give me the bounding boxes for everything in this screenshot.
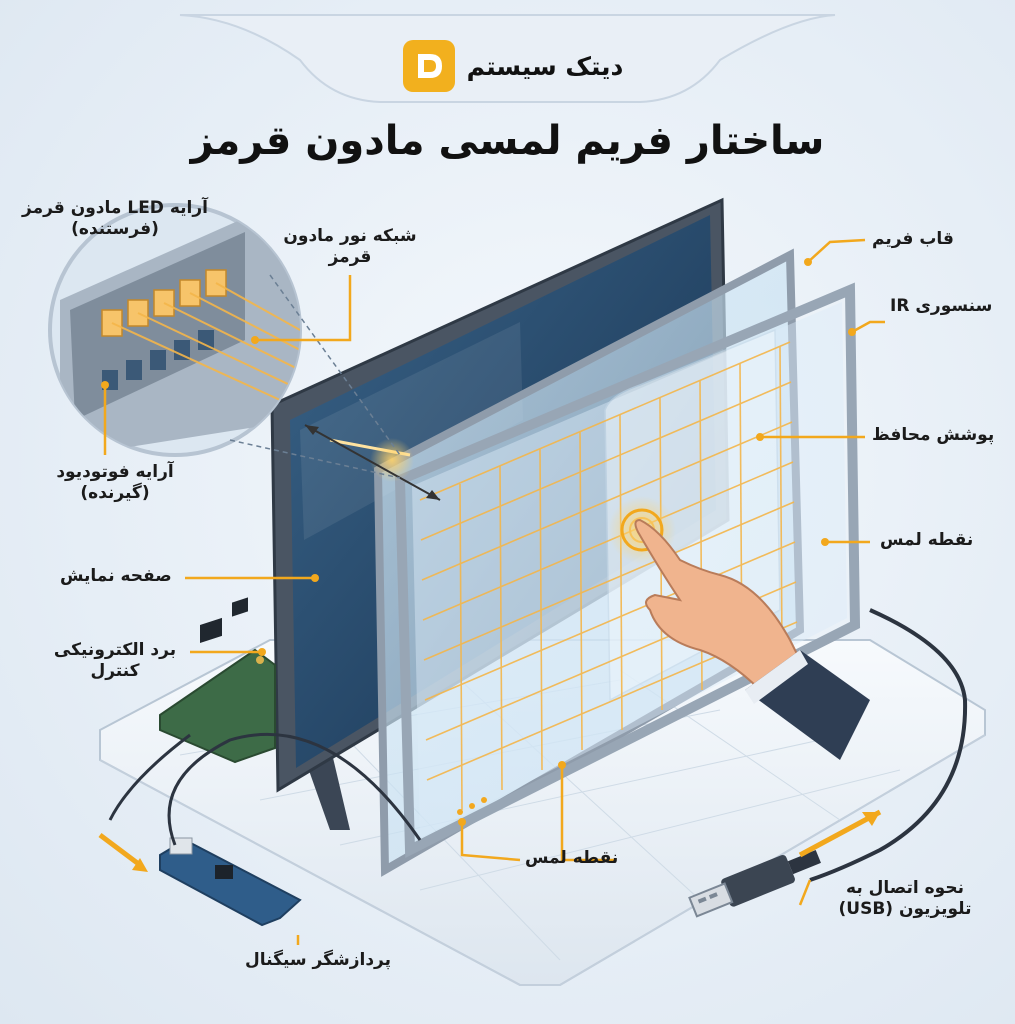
label-display-panel: صفحه نمایش — [60, 566, 172, 586]
label-ir-sensors: سنسوری IR — [890, 296, 993, 316]
label-photodiode-array: آرایه فوتودیود (گیرنده) — [56, 462, 174, 504]
label-touch-point-right: نقطه لمس — [880, 530, 974, 550]
usb-cable — [809, 608, 968, 882]
label-protective-cover: پوشش محافظ — [872, 425, 995, 445]
callout-touch-bottom — [560, 765, 615, 862]
callout-ir-grid — [255, 275, 352, 342]
callout-frame-bottom — [460, 822, 521, 862]
protective-cover — [394, 282, 861, 859]
page-title: ساختار فریم لمسی مادون قرمز — [190, 118, 825, 164]
callout-frame-bezel — [807, 238, 866, 263]
brand-logo-icon — [402, 40, 455, 92]
usb-plug-icon — [688, 849, 821, 918]
label-touch-point-bottom: نقطه لمس — [525, 848, 619, 868]
led-magnifier — [48, 203, 302, 457]
brand-name: دیتک سیستم — [466, 51, 624, 81]
label-usb-connection: نحوه اتصال به تلویزیون (USB) — [838, 878, 972, 920]
label-frame-bezel: قاب فریم — [872, 229, 954, 249]
hand-illustration — [634, 518, 870, 760]
brand-header: دیتک سیستم — [368, 35, 658, 97]
label-ir-grid: شبکه نور مادون قرمز — [283, 226, 417, 268]
label-control-board: برد الکترونیکی کنترل — [53, 640, 177, 682]
header-tab — [179, 14, 836, 103]
callout-usb — [798, 879, 812, 906]
callout-ir-sensors — [851, 320, 885, 334]
label-led-array: آرایه LED مادون قرمز (فرستنده) — [22, 198, 208, 240]
label-signal-processor: پردازشگر سیگنال — [245, 950, 392, 970]
control-board — [159, 597, 276, 764]
signal-processor-board — [159, 837, 302, 927]
